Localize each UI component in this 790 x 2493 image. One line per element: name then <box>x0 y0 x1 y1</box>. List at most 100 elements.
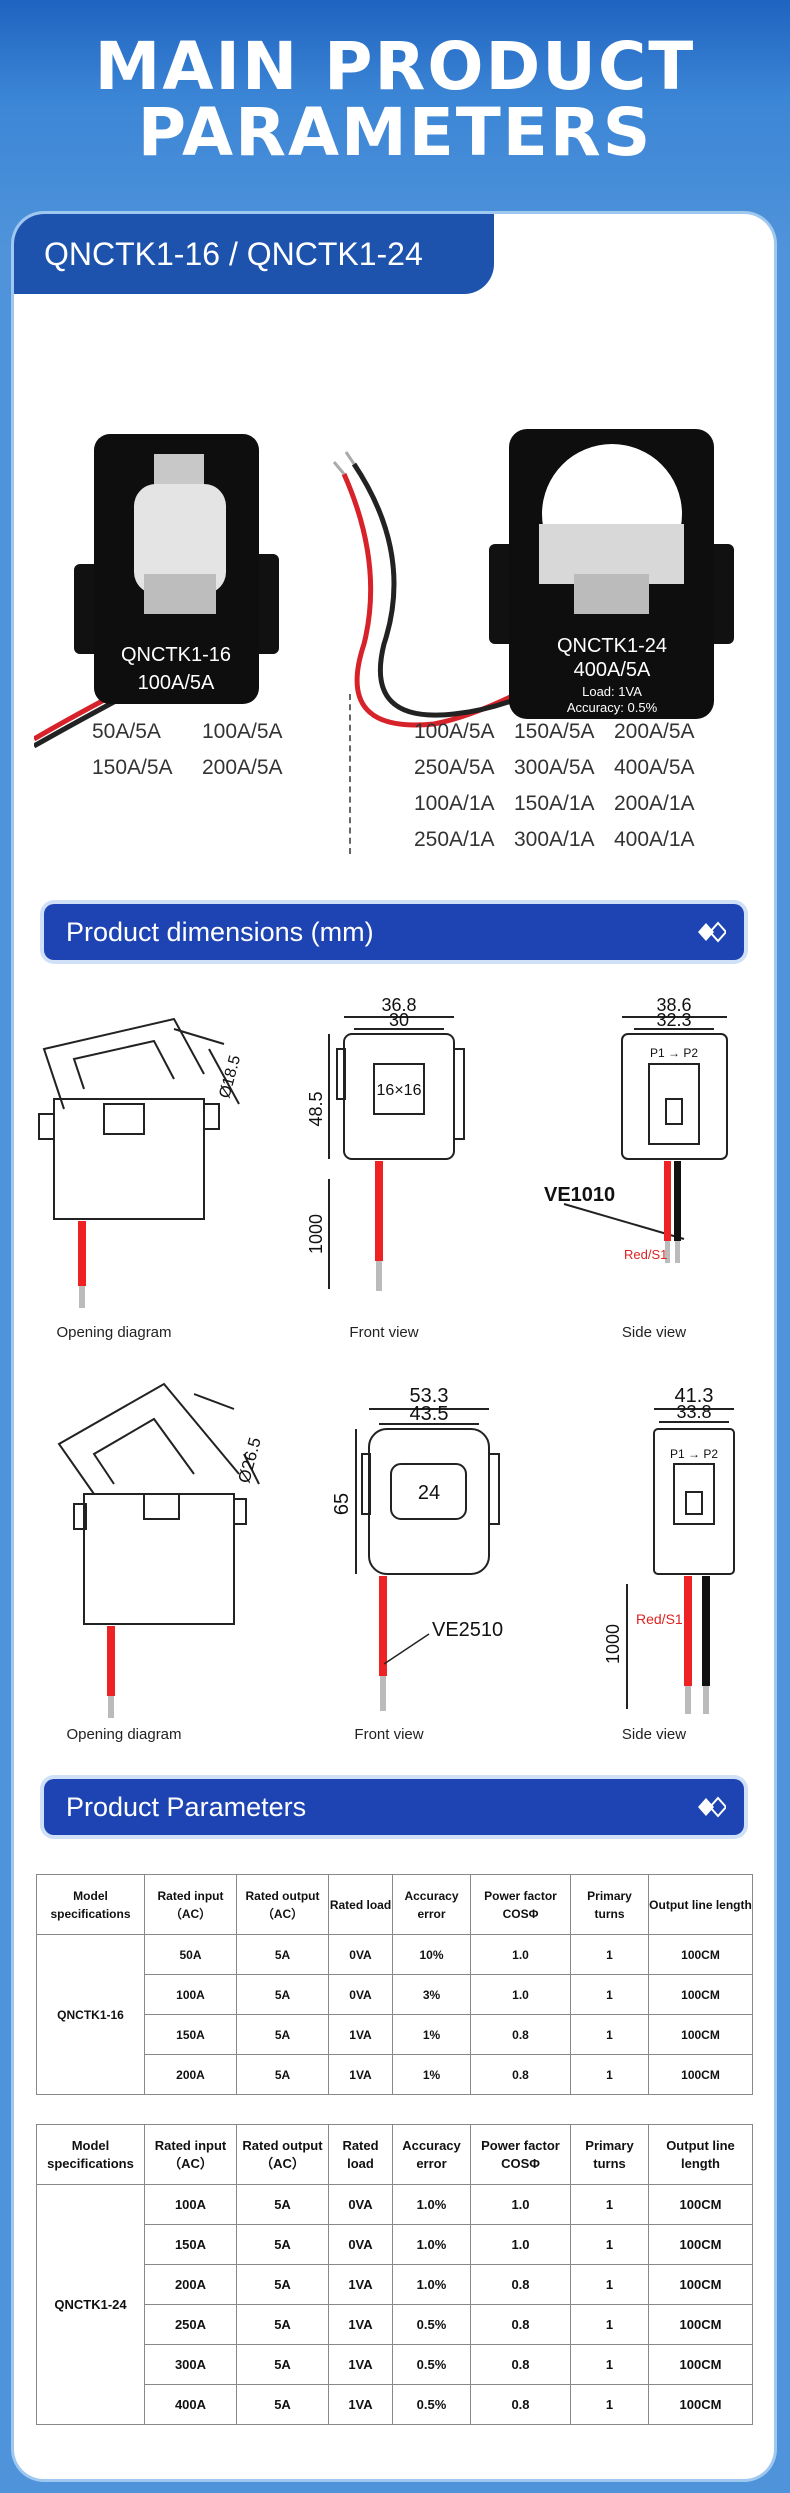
range-item: 100A/1A <box>414 792 495 815</box>
table-cell: 0.8 <box>470 2014 571 2055</box>
table-cell: 1% <box>392 2014 471 2055</box>
table-row: 150A 5A 0VA 1.0% 1.0 1 100CM <box>37 2224 753 2265</box>
table-cell: 5A <box>236 1974 329 2015</box>
table-cell: 1.0 <box>470 2184 571 2225</box>
table-cell: 200A <box>144 2264 237 2305</box>
content-panel: QNCTK1-16 / QNCTK1-24 QNCTK1-16 100A/5A <box>14 214 774 2479</box>
table-row: QNCTK1-16 50A 5A 0VA 10% 1.0 1 100CM <box>36 1934 753 2095</box>
table-cell: 1VA <box>328 2054 393 2095</box>
dimension-drawings-row-2: Ø26.5 53.3 43.5 24 65 VE2510 41.3 33.8 P… <box>57 1382 735 1718</box>
header-cell: Output line length <box>648 2124 753 2185</box>
range-item: 300A/1A <box>514 828 595 851</box>
side-red: Red/S1 <box>624 1247 667 1262</box>
opening-dim-2: Ø26.5 <box>235 1435 265 1485</box>
table-cell: 100CM <box>648 2304 753 2345</box>
table-cell: 1 <box>570 1974 649 2015</box>
table-cell: 0.8 <box>470 2304 571 2345</box>
side-p: P1 → P2 <box>650 1046 698 1060</box>
table-cell: 1VA <box>328 2014 393 2055</box>
table-cell: 100CM <box>648 2184 753 2225</box>
header-cell: Output line length <box>648 1874 753 1935</box>
range-item: 200A/5A <box>614 720 695 743</box>
front-width-3: 53.3 <box>410 1385 449 1407</box>
table-cell: 300A <box>144 2344 237 2385</box>
product-photos: QNCTK1-16 100A/5A QNCTK1-24 400A/5A Load… <box>32 314 754 874</box>
header-cell: Rated load <box>328 1874 393 1935</box>
table-cell: 1.0 <box>470 1934 571 1975</box>
side-width-1: 38.6 <box>656 995 691 1015</box>
table-cell: 0VA <box>328 2184 393 2225</box>
header-cell: Power factor COSΦ <box>470 2124 571 2185</box>
table-cell: 0VA <box>328 1974 393 2015</box>
table-cell: 0.8 <box>470 2054 571 2095</box>
table-cell: 1 <box>570 2224 649 2265</box>
table-cell: 5A <box>236 1934 329 1975</box>
params-table-24: Model specifications Rated input （AC） Ra… <box>36 2124 753 2425</box>
table-cell: 5A <box>236 2184 329 2225</box>
diamond-icon <box>698 1796 726 1818</box>
table-cell: 200A <box>144 2054 237 2095</box>
table-cell: 100CM <box>648 2014 753 2055</box>
table-cell: 1% <box>392 2054 471 2095</box>
table-cell: 50A <box>144 1934 237 1975</box>
side-red-2: Red/S1 <box>636 1611 683 1627</box>
table-cell: 0.5% <box>392 2304 471 2345</box>
table-cell: 100CM <box>648 2224 753 2265</box>
table-cell: 1.0 <box>470 1974 571 2015</box>
table-cell: 0.8 <box>470 2344 571 2385</box>
dimension-drawings-row-1: Ø18.5 36.8 30 16×16 48.5 1000 38.6 32.3 … <box>38 995 728 1308</box>
dimensions-title: Product dimensions (mm) <box>66 917 374 947</box>
caption-opening-1: Opening diagram <box>56 1324 172 1341</box>
table-cell: 0.5% <box>392 2384 471 2425</box>
large-device-label-3: Load: 1VA <box>582 684 642 699</box>
front-width-2: 30 <box>389 1010 409 1030</box>
params-title: Product Parameters <box>66 1792 307 1822</box>
side-lead-2: 1000 <box>603 1624 623 1664</box>
caption-side-1: Side view <box>621 1324 687 1341</box>
table-cell: 0.8 <box>470 2264 571 2305</box>
page-title: MAIN PRODUCT PARAMETERS <box>0 34 790 166</box>
range-item: 200A/5A <box>202 756 283 779</box>
table-cell: 150A <box>144 2014 237 2055</box>
table-cell: 1 <box>570 2264 649 2305</box>
table-cell: 5A <box>236 2304 329 2345</box>
header-cell: Power factor COSΦ <box>470 1874 571 1935</box>
dimensions-section-header: Product dimensions (mm) <box>44 904 744 960</box>
table-row: 400A 5A 1VA 0.5% 0.8 1 100CM <box>37 2384 753 2425</box>
table-cell: 0.8 <box>470 2384 571 2425</box>
range-item: 150A/1A <box>514 792 595 815</box>
model-cell: QNCTK1-16 <box>36 1934 145 2095</box>
table-header-row: Model specifications Rated input （AC） Ra… <box>36 1874 753 1935</box>
table-row: 150A 5A 1VA 1% 0.8 1 100CM <box>37 2014 753 2055</box>
header-cell: Model specifications <box>36 2124 145 2185</box>
table-cell: 5A <box>236 2224 329 2265</box>
params-table-16: Model specifications Rated input （AC） Ra… <box>36 1874 753 2095</box>
small-device-label-1: QNCTK1-16 <box>121 644 231 666</box>
large-device-label-4: Accuracy: 0.5% <box>567 700 658 715</box>
table-cell: 1VA <box>328 2264 393 2305</box>
range-item: 200A/1A <box>614 792 695 815</box>
table-cell: 1 <box>570 2184 649 2225</box>
range-divider <box>349 694 351 854</box>
large-device-label-1: QNCTK1-24 <box>557 635 667 657</box>
range-item: 100A/5A <box>414 720 495 743</box>
table-cell: 5A <box>236 2344 329 2385</box>
model-tab: QNCTK1-16 / QNCTK1-24 <box>14 214 494 294</box>
table-cell: 3% <box>392 1974 471 2015</box>
table-row: 300A 5A 1VA 0.5% 0.8 1 100CM <box>37 2344 753 2385</box>
table-cell: 1 <box>570 1934 649 1975</box>
side-wire: VE1010 <box>544 1184 615 1206</box>
table-cell: 1VA <box>328 2344 393 2385</box>
table-row: QNCTK1-24 100A 5A 0VA 1.0% 1.0 1 100CM <box>36 2184 753 2425</box>
range-item: 150A/5A <box>92 756 173 779</box>
range-item: 150A/5A <box>514 720 595 743</box>
table-cell: 5A <box>236 2384 329 2425</box>
diamond-icon <box>698 921 726 943</box>
table-cell: 400A <box>144 2384 237 2425</box>
front-window-2: 24 <box>418 1482 440 1504</box>
front-height-2: 65 <box>331 1493 353 1515</box>
table-cell: 100CM <box>648 1934 753 1975</box>
side-width-4: 33.8 <box>676 1402 711 1422</box>
